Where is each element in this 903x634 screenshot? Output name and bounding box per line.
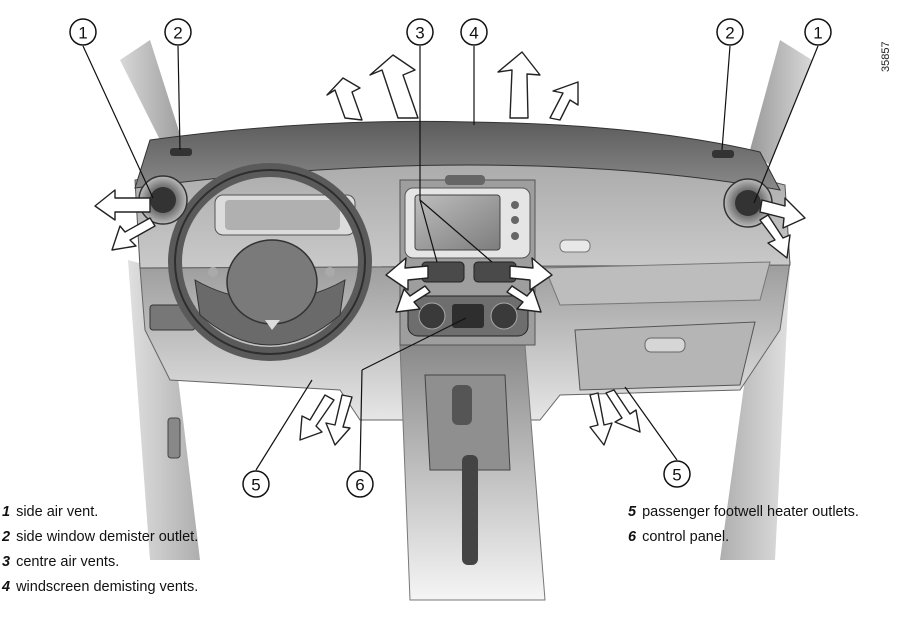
climate-knob-left: [418, 302, 446, 330]
callout-leader-lines: [82, 45, 819, 471]
side-window-demister-right: [712, 150, 734, 158]
glovebox: [574, 321, 756, 391]
hazard-switch: [445, 175, 485, 185]
screen-button: [511, 201, 519, 209]
svg-text:5: 5: [672, 466, 681, 485]
svg-text:4: 4: [469, 24, 478, 43]
dashboard-top: [134, 120, 781, 191]
callout-2-left: 2: [164, 18, 192, 46]
svg-text:2: 2: [173, 24, 182, 43]
left-a-pillar: [120, 40, 185, 160]
callout-3: 3: [406, 18, 434, 46]
windscreen-airflow-arrows: [326, 51, 579, 121]
screen-button: [511, 232, 519, 240]
instrument-display: [225, 200, 340, 230]
climate-knob-right: [490, 302, 518, 330]
climate-buttons: [452, 304, 484, 328]
svg-text:1: 1: [78, 24, 87, 43]
side-vent-airflow-arrows: [94, 189, 806, 259]
callout-1-left: 1: [69, 18, 97, 46]
right-a-pillar: [750, 40, 812, 165]
svg-text:3: 3: [415, 24, 424, 43]
svg-text:1: 1: [813, 24, 822, 43]
svg-text:6: 6: [355, 476, 364, 495]
callout-4: 4: [460, 18, 488, 46]
passenger-airbag-label: [559, 239, 591, 253]
svg-text:5: 5: [251, 476, 260, 495]
glovebox-handle: [644, 337, 686, 353]
callout-1-right: 1: [804, 18, 832, 46]
left-door-frame: [128, 260, 200, 560]
footwell-airflow-arrows: [299, 389, 641, 446]
passenger-dash-trim: [544, 261, 771, 306]
left-door-handle: [167, 417, 181, 459]
centre-vent-airflow-arrows: [385, 257, 553, 313]
multimedia-screen: [414, 194, 501, 251]
steering-wheel: [168, 163, 372, 361]
screen-button: [511, 216, 519, 224]
gear-lever: [452, 385, 472, 425]
callout-6: 6: [346, 470, 374, 498]
svg-text:2: 2: [725, 24, 734, 43]
side-window-demister-left: [170, 148, 192, 156]
callout-5-right: 5: [663, 460, 691, 488]
handbrake-lever: [462, 455, 478, 565]
callout-2-right: 2: [716, 18, 744, 46]
callout-5-left: 5: [242, 470, 270, 498]
